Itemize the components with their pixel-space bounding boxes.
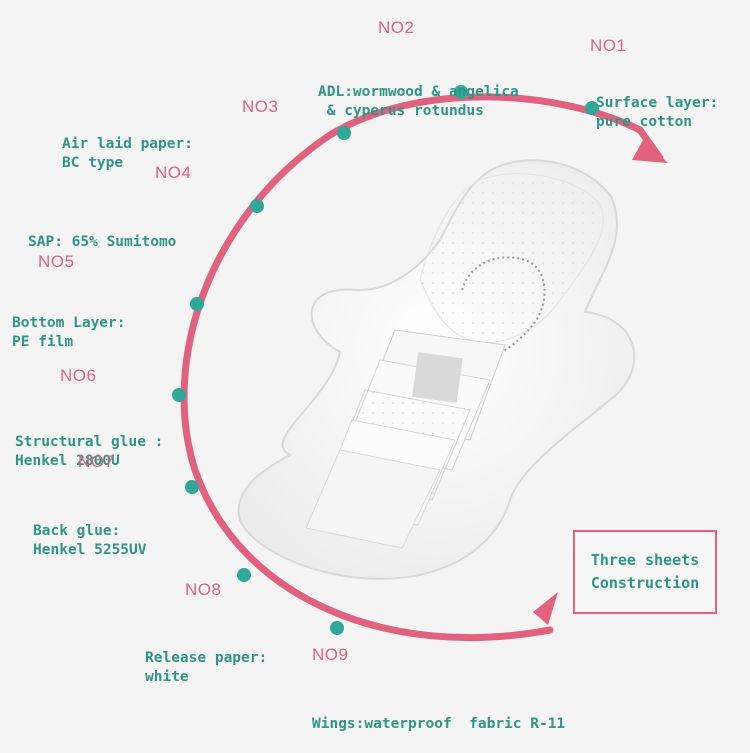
pad-illustration — [237, 159, 636, 580]
layer-number-no5: NO5 — [38, 252, 75, 271]
layer-dot-no8 — [237, 568, 251, 582]
layer-desc-no8: Release paper:white — [145, 650, 268, 685]
layer-number-no8: NO8 — [185, 580, 222, 599]
badge-line-1: Three sheets — [590, 551, 700, 569]
layer-number-no9: NO9 — [312, 645, 349, 664]
layer-dot-no4 — [250, 199, 264, 213]
three-sheets-badge: Three sheets Construction — [573, 530, 717, 614]
layer-number-no2: NO2 — [378, 18, 415, 37]
layer-desc-no9: Wings:waterproof fabric R-11 — [312, 716, 566, 732]
layer-dot-no3 — [337, 126, 351, 140]
bottom-arrow-icon — [533, 592, 558, 625]
pad-top-sheet — [419, 173, 604, 344]
layer-number-no6: NO6 — [60, 366, 97, 385]
layer-dots — [172, 85, 599, 635]
layer-dot-no2 — [454, 85, 468, 99]
layer-number-no3: NO3 — [242, 97, 279, 116]
layer-desc-no6: Structural glue :Henkel 2800U — [15, 434, 164, 469]
badge-line-2: Construction — [590, 574, 700, 592]
layer-number-no4: NO4 — [155, 163, 192, 182]
pad-channel-stitch — [461, 256, 546, 359]
layer-dot-no9 — [330, 621, 344, 635]
layer-dot-no1 — [585, 101, 599, 115]
pad-peeled-layers — [305, 329, 506, 549]
layer-desc-no1: Surface layer:pure cotton — [596, 95, 719, 130]
layer-desc-no4: SAP: 65% Sumitomo — [28, 234, 177, 250]
layer-desc-no5: Bottom Layer:PE film — [12, 315, 126, 350]
layer-number-no1: NO1 — [590, 36, 627, 55]
layer-dot-no7 — [185, 480, 199, 494]
layer-desc-no3: Air laid paper:BC type — [62, 136, 193, 171]
layer-desc-no7: Back glue:Henkel 5255UV — [33, 523, 147, 558]
layer-dot-no5 — [190, 297, 204, 311]
top-arrow-icon — [632, 140, 668, 163]
layer-desc-no2: ADL:wormwood & angelica & cyperus rotund… — [318, 84, 519, 119]
layer-dot-no6 — [172, 388, 186, 402]
layer-number-no7: NO7 — [78, 452, 115, 471]
